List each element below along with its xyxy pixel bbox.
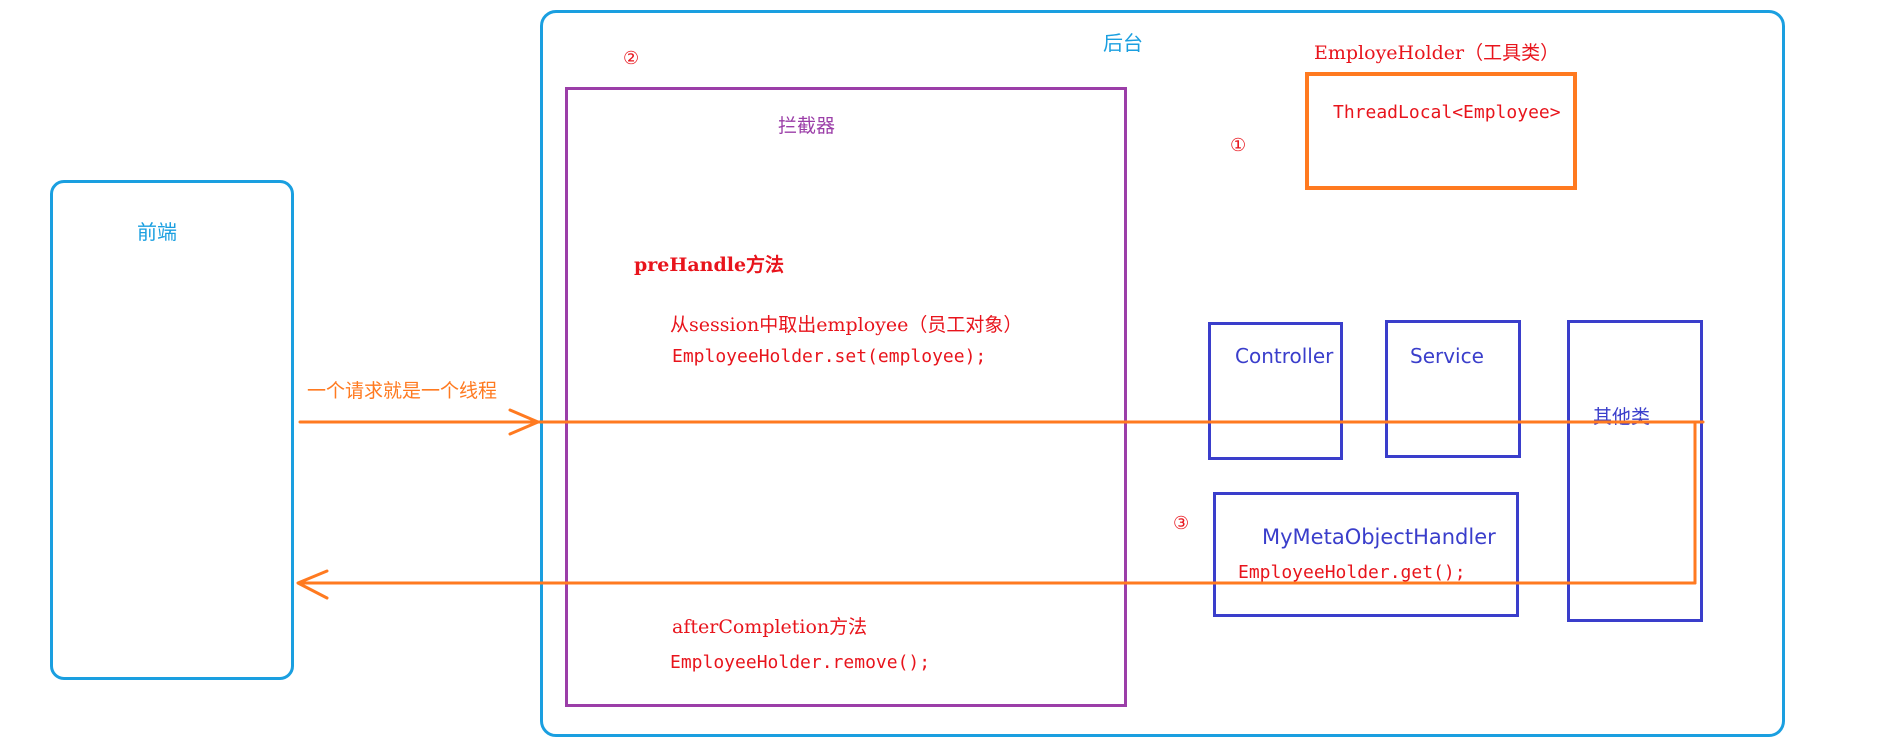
holder-box bbox=[1305, 72, 1577, 190]
holder-content: ThreadLocal<Employee> bbox=[1333, 102, 1561, 123]
prehandle-line1: 从session中取出employee（员工对象） bbox=[670, 314, 1023, 336]
request-thread-note: 一个请求就是一个线程 bbox=[307, 380, 498, 402]
service-box bbox=[1385, 320, 1521, 458]
service-label: Service bbox=[1410, 344, 1484, 368]
prehandle-title: preHandle方法 bbox=[634, 254, 785, 276]
interceptor-marker: ② bbox=[623, 48, 640, 69]
meta-handler-call: EmployeeHolder.get(); bbox=[1238, 562, 1466, 583]
backend-label: 后台 bbox=[1103, 31, 1143, 55]
holder-marker: ① bbox=[1230, 135, 1247, 156]
request-arrowhead bbox=[508, 408, 540, 436]
controller-label: Controller bbox=[1235, 344, 1334, 368]
response-arrowhead bbox=[296, 569, 329, 600]
other-class-box bbox=[1567, 320, 1703, 622]
meta-handler-label: MyMetaObjectHandler bbox=[1262, 525, 1496, 549]
frontend-label: 前端 bbox=[137, 220, 177, 244]
backend-box bbox=[540, 10, 1785, 737]
controller-box bbox=[1208, 322, 1343, 460]
frontend-box bbox=[50, 180, 294, 680]
interceptor-label: 拦截器 bbox=[778, 115, 836, 137]
holder-title: EmployeHolder（工具类） bbox=[1314, 42, 1560, 64]
prehandle-line2: EmployeeHolder.set(employee); bbox=[672, 346, 987, 367]
meta-handler-marker: ③ bbox=[1173, 513, 1190, 534]
aftercompletion-line1: EmployeeHolder.remove(); bbox=[670, 652, 931, 673]
meta-handler-box bbox=[1213, 492, 1519, 617]
aftercompletion-title: afterCompletion方法 bbox=[672, 616, 868, 638]
interceptor-box bbox=[565, 87, 1127, 707]
